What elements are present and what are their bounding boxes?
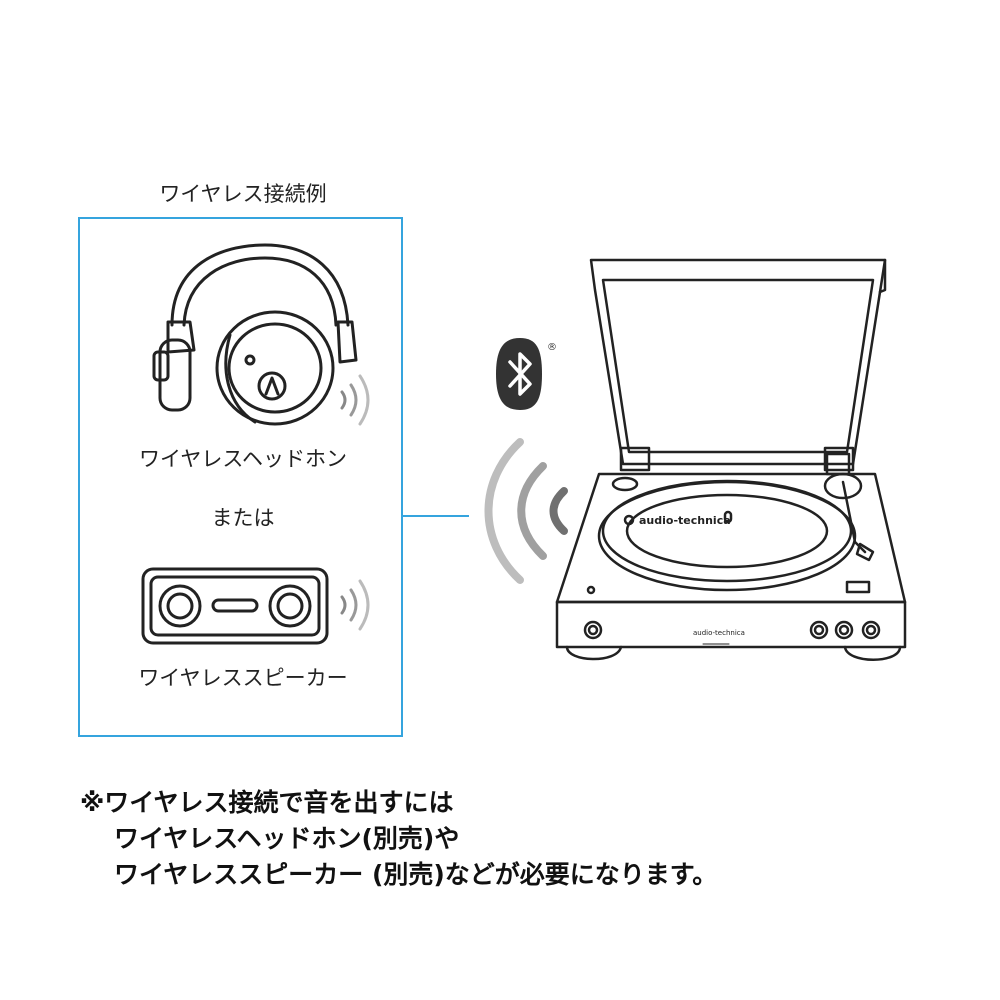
speaker-illustration — [141, 567, 329, 645]
dust-cover-outer — [589, 258, 887, 466]
front-knob-2-inner — [838, 624, 850, 636]
wave-small — [549, 487, 568, 535]
headphones-label: ワイヤレスヘッドホン — [139, 447, 347, 471]
platter-logo-mark — [623, 514, 635, 526]
left-earcup-pad — [224, 333, 257, 424]
platter-brand-text: audio-technica — [639, 514, 731, 527]
speaker-signal-waves — [340, 579, 370, 631]
wireless-example-frame — [78, 217, 403, 737]
wave-small — [340, 595, 347, 615]
earcup-logo-circle — [257, 371, 287, 401]
front-knob-3-inner — [865, 624, 877, 636]
wave-large — [358, 374, 370, 426]
front-knob-1 — [809, 620, 829, 640]
right-hinge — [823, 446, 855, 472]
front-knob-2 — [834, 620, 854, 640]
registered-mark: ® — [547, 342, 557, 353]
tonearm — [841, 480, 867, 554]
record-label-area — [625, 493, 829, 569]
right-earcup-outer — [215, 310, 335, 426]
wave-large — [484, 438, 524, 584]
turntable-signal-waves — [484, 438, 568, 584]
headphones-illustration — [152, 243, 358, 426]
tonearm-rest — [825, 452, 851, 476]
platter-top — [601, 479, 853, 583]
left-driver-outer — [158, 584, 202, 628]
note-line-1: ※ワイヤレス接続で音を出すには — [80, 788, 454, 817]
front-left-knob — [583, 620, 603, 640]
speed-button — [611, 476, 639, 492]
or-label: または — [211, 506, 275, 530]
front-knob-1-inner — [813, 624, 825, 636]
plinth-front — [555, 600, 907, 649]
right-earcup-inner — [227, 322, 323, 414]
speaker-body-inner — [149, 575, 321, 637]
front-knob-3 — [861, 620, 881, 640]
speaker-body-outer — [141, 567, 329, 645]
right-driver-outer — [268, 584, 312, 628]
wave-medium — [349, 383, 358, 417]
wave-large — [358, 579, 370, 631]
headband-inner-arc — [182, 256, 338, 327]
wave-medium — [349, 588, 358, 622]
platter-outer — [597, 480, 857, 592]
left-earcup-back — [158, 338, 192, 412]
right-driver-inner — [276, 592, 304, 620]
cueing-lever — [845, 580, 871, 594]
left-hinge — [619, 446, 651, 472]
note-line-3: ワイヤレススピーカー (別売)などが必要になります。 — [114, 860, 718, 889]
turntable-illustration: audio-technica audio-technica — [555, 258, 907, 661]
wave-medium — [517, 462, 547, 560]
dust-cover-inner — [601, 278, 875, 454]
right-hinge — [336, 320, 358, 364]
front-left-foot — [565, 645, 623, 661]
headshell — [855, 542, 875, 562]
speaker-label: ワイヤレススピーカー — [138, 666, 348, 690]
front-brand-text: audio-technica — [693, 629, 745, 637]
left-earcup-button — [152, 350, 170, 382]
bluetooth-icon — [508, 352, 532, 396]
front-left-knob-inner — [587, 624, 599, 636]
wave-small — [340, 390, 347, 410]
frame-connector-line — [403, 515, 469, 517]
left-driver-inner — [166, 592, 194, 620]
example-caption: ワイヤレス接続例 — [159, 182, 327, 206]
dust-cover-edge — [878, 258, 887, 294]
note-line-2: ワイヤレスヘッドホン(別売)や — [114, 824, 460, 853]
spindle — [723, 510, 733, 524]
earcup-logo-mark — [264, 376, 280, 396]
front-right-foot — [843, 645, 902, 661]
power-indicator — [586, 585, 596, 595]
requirement-note: ※ワイヤレス接続で音を出すには ワイヤレスヘッドホン(別売)や ワイヤレススピー… — [80, 785, 980, 893]
bluetooth-badge: ® — [496, 338, 557, 410]
headphone-signal-waves — [340, 374, 370, 426]
headband-outer-arc — [170, 243, 350, 327]
speaker-center-slot — [211, 598, 259, 613]
earcup-mic-dot — [244, 354, 256, 366]
